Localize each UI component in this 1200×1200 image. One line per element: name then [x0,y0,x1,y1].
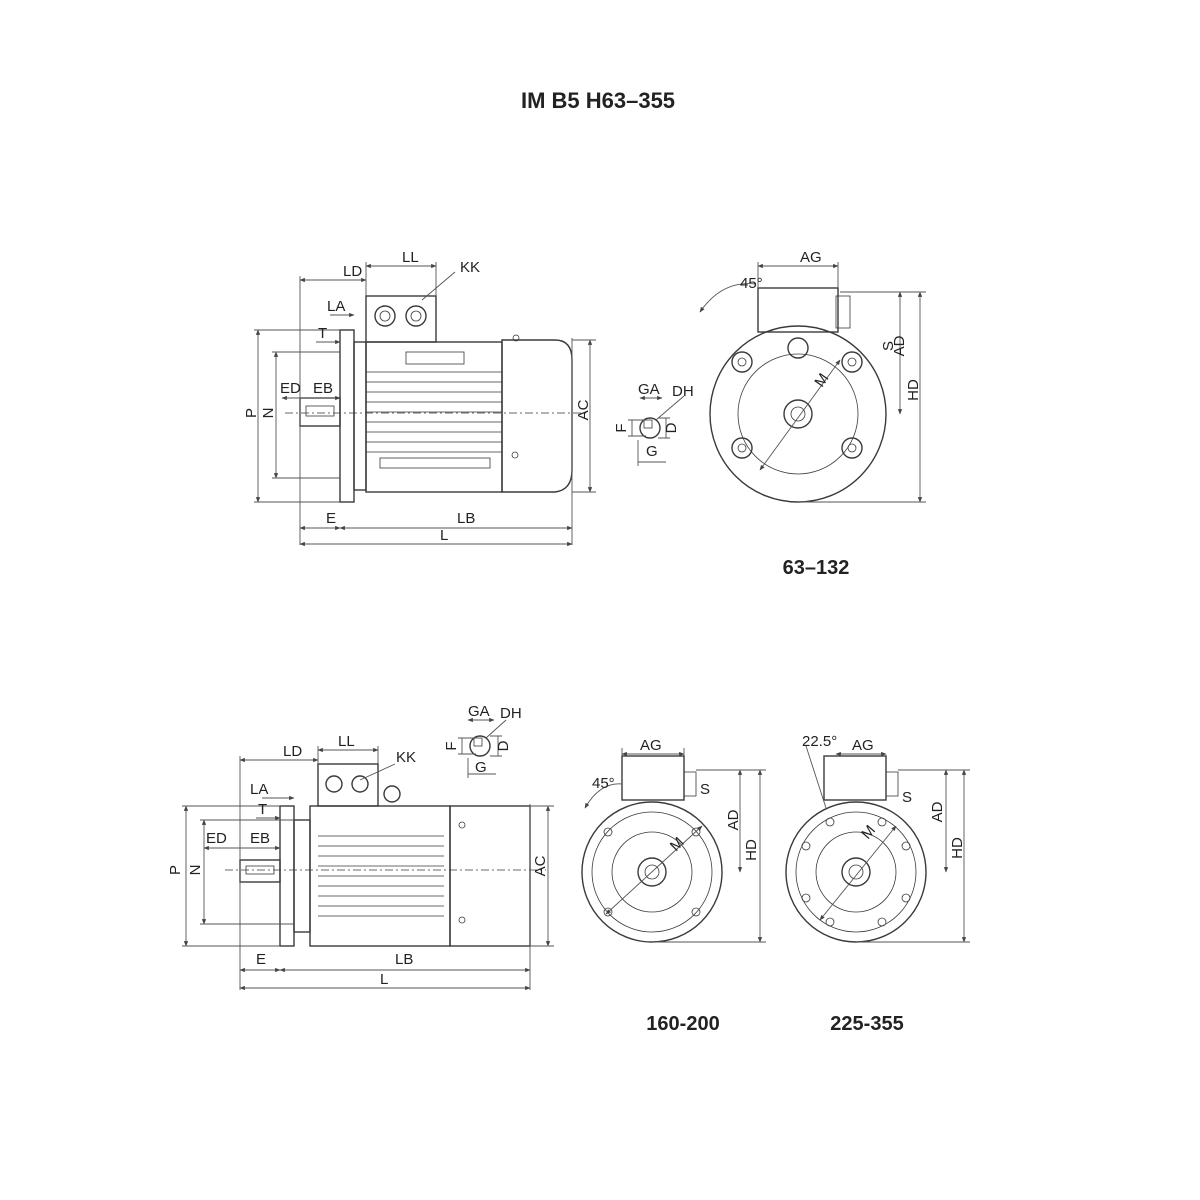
label-ac: AC [575,399,592,420]
label-ll-large: LL [338,733,355,750]
label-t: T [318,325,327,342]
label-l: L [440,527,448,544]
side-view-small [285,295,588,503]
label-hd-medium: HD [743,839,760,861]
label-l-large: L [380,971,388,988]
label-ga-large: GA [468,703,490,720]
label-ag-medium: AG [640,737,662,754]
label-ac-large: AC [532,855,549,876]
side-view-large-dimensions [182,746,554,991]
shaft-section-small [628,395,685,466]
label-p: P [243,408,260,418]
label-kk-large: KK [396,749,416,766]
front-view-large [785,745,970,943]
label-e-large: E [256,951,266,968]
label-hd-small: HD [905,379,922,401]
label-dh-large: DH [500,705,522,722]
label-45-small: 45° [740,275,763,292]
label-ed-large: ED [206,830,227,847]
label-f-small: F [613,423,630,432]
label-f-large: F [443,741,460,750]
label-n: N [260,408,277,419]
label-s-medium: S [700,781,710,798]
label-g-large: G [475,759,487,776]
label-t-large: T [258,801,267,818]
label-e: E [326,510,336,527]
caption-160-200: 160-200 [646,1013,719,1035]
label-22-5: 22.5° [802,733,837,750]
label-ad-large: AD [929,801,946,822]
label-s-large: S [902,789,912,806]
label-ld-large: LD [283,743,302,760]
label-d-small: D [663,422,680,433]
caption-225-355: 225-355 [830,1013,903,1035]
label-g-small: G [646,443,658,460]
label-m-medium: M [667,834,688,855]
front-view-medium [581,748,766,943]
label-n-large: N [187,865,204,876]
label-hd-large: HD [949,837,966,859]
label-ad-small: AD [891,335,908,356]
label-eb: EB [313,380,333,397]
label-ag-small: AG [800,249,822,266]
label-dh-small: DH [672,383,694,400]
label-ad-medium: AD [725,809,742,830]
shaft-section-large [458,717,507,778]
drawing-title: IM B5 H63–355 [521,88,675,113]
label-eb-large: EB [250,830,270,847]
label-ga-small: GA [638,381,660,398]
side-view-small-dimensions [254,262,596,547]
label-ed: ED [280,380,301,397]
label-lb: LB [457,510,475,527]
label-m-small: M [811,370,832,390]
label-d-large: D [495,740,512,751]
label-p-large: P [167,865,184,875]
label-ll: LL [402,249,419,266]
caption-63-132: 63–132 [783,557,850,579]
label-m-large: M [858,822,879,843]
side-view-large [225,763,546,947]
label-ld: LD [343,263,362,280]
label-lb-large: LB [395,951,413,968]
label-s-small: S [880,341,897,351]
label-la-large: LA [250,781,268,798]
label-ag-large: AG [852,737,874,754]
label-kk: KK [460,259,480,276]
label-45-medium: 45° [592,775,615,792]
label-la: LA [327,298,345,315]
front-view-small [699,262,926,503]
